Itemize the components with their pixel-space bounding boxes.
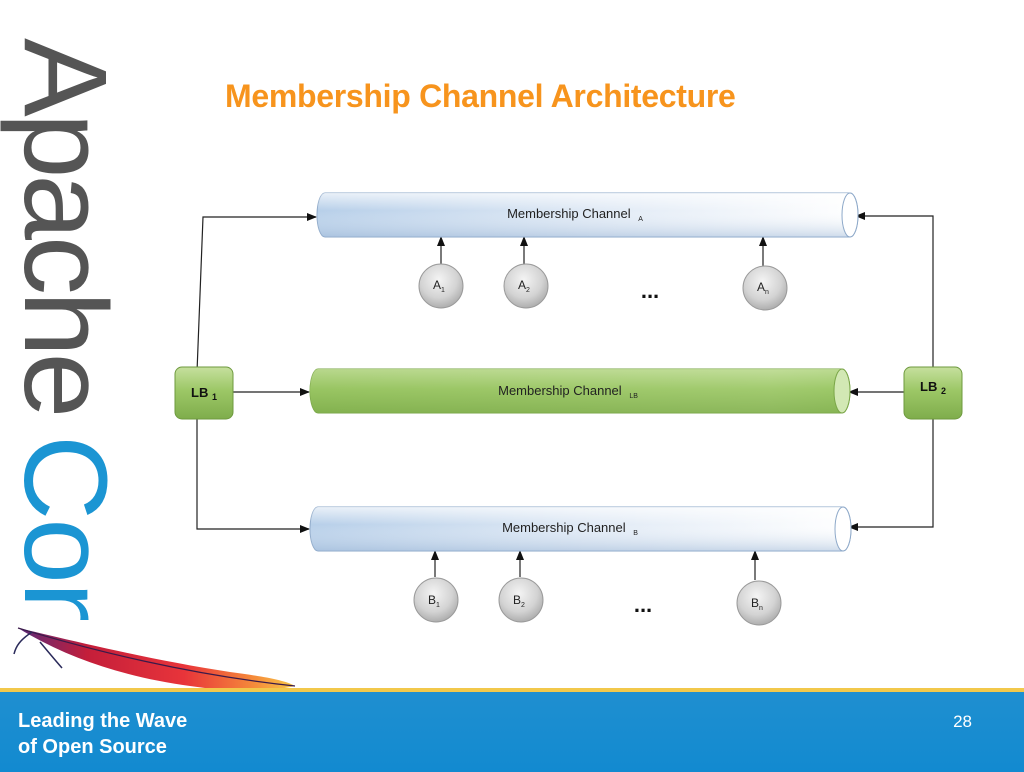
slide-title: Membership Channel Architecture <box>225 78 736 114</box>
tagline-line-1: Leading the Wave <box>18 710 188 732</box>
svg-text:LB 1: LB 1 <box>191 385 217 402</box>
svg-text:A2: A2 <box>518 278 530 294</box>
svg-text:A1: A1 <box>433 278 445 294</box>
footer-tagline: Leading the Wave of Open Source <box>18 708 187 760</box>
svg-text:An: An <box>757 280 769 296</box>
apachecon-logo: Apache Con <box>0 38 131 620</box>
svg-text:Membership Channel A: Membership Channel A <box>507 206 643 223</box>
channel-lb-label: Membership Channel <box>498 383 622 398</box>
connector-lb1-channel-b <box>196 418 310 533</box>
lb1-sub: 1 <box>212 392 217 402</box>
connector-lb2-channel-b <box>848 418 934 531</box>
footer-band: Leading the Wave of Open Source 28 <box>0 688 1024 772</box>
load-balancer-2: LB 2 <box>903 366 963 420</box>
tagline-line-2: of Open Source <box>18 736 167 758</box>
apache-feather-icon <box>13 627 296 691</box>
svg-text:B2: B2 <box>513 593 525 609</box>
svg-text:B1: B1 <box>428 593 440 609</box>
ellipsis-b: ... <box>634 592 652 617</box>
ellipsis-a: ... <box>641 278 659 303</box>
load-balancer-1: LB 1 <box>174 366 234 420</box>
lb2-sub: 2 <box>941 386 946 396</box>
connector-lb2-channel-a <box>855 212 934 372</box>
node-a1: A1 <box>418 263 464 309</box>
svg-text:Bn: Bn <box>751 596 763 612</box>
membership-channel-lb: Membership Channel LB <box>309 368 851 414</box>
svg-text:Membership Channel B: Membership Channel B <box>502 520 638 537</box>
membership-channel-a: Membership Channel A <box>316 192 859 238</box>
connector-lb1-channel-a <box>196 213 317 373</box>
logo-con-text: Con <box>0 435 131 620</box>
node-a2: A2 <box>503 263 549 309</box>
node-bn: Bn <box>736 580 782 626</box>
channel-b-sub: B <box>633 530 638 537</box>
node-an: An <box>742 265 788 311</box>
svg-text:Membership Channel LB: Membership Channel LB <box>498 383 638 400</box>
membership-channel-diagram: Membership Channel A Membership Channel … <box>174 192 963 626</box>
channel-a-label: Membership Channel <box>507 206 631 221</box>
svg-text:LB 2: LB 2 <box>920 379 946 396</box>
page-number: 28 <box>953 712 972 731</box>
channel-a-sub: A <box>638 216 643 223</box>
logo-apache-text: Apache <box>0 38 131 414</box>
channel-lb-sub: LB <box>629 393 638 400</box>
node-b1: B1 <box>413 577 459 623</box>
lb2-label: LB <box>920 379 937 394</box>
node-b2: B2 <box>498 577 544 623</box>
channel-b-label: Membership Channel <box>502 520 626 535</box>
membership-channel-b: Membership Channel B <box>309 506 852 552</box>
lb1-label: LB <box>191 385 208 400</box>
